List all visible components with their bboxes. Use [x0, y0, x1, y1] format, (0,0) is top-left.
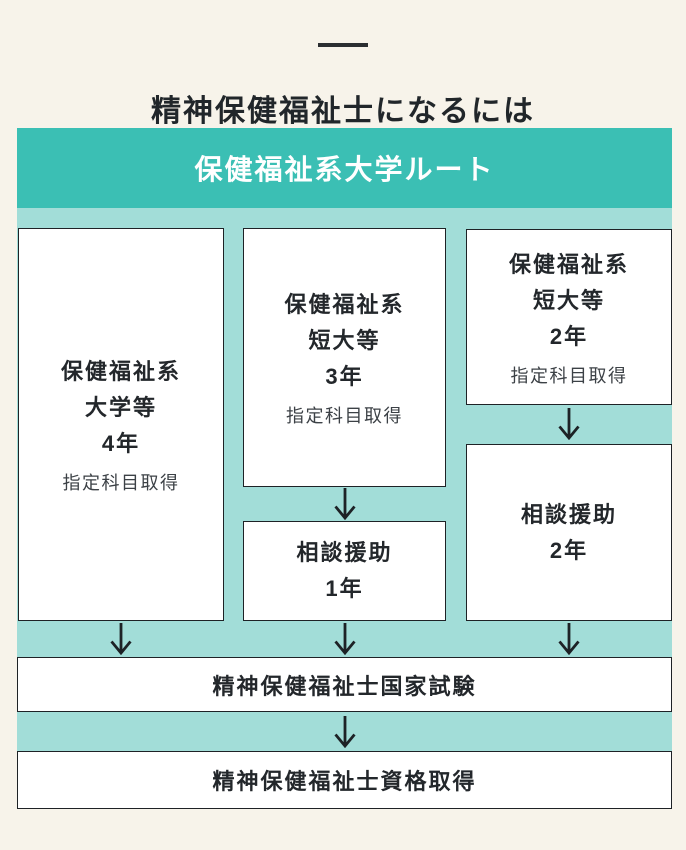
box-consultation-aid-2years: 相談援助 2年 [466, 444, 672, 621]
box-line: 短大等 [532, 287, 605, 313]
box-line: 短大等 [308, 328, 381, 353]
down-arrow-icon [334, 623, 356, 655]
down-arrow-icon [110, 623, 132, 655]
box-line: 2年 [549, 537, 589, 563]
box-note-designated-subjects: 指定科目取得 [62, 473, 180, 493]
route-banner: 保健福祉系大学ルート [17, 128, 672, 208]
title-dash-divider [318, 43, 368, 47]
box-note-designated-subjects: 指定科目取得 [510, 365, 628, 386]
license-acquisition-label: 精神保健福祉士資格取得 [212, 769, 477, 794]
box-consultation-aid-1year: 相談援助 1年 [243, 521, 446, 621]
down-arrow-icon [334, 716, 356, 748]
box-line: 相談援助 [296, 540, 393, 565]
box-line: 相談援助 [520, 501, 617, 527]
route-banner-label: 保健福祉系大学ルート [194, 154, 495, 185]
box-line: 大学等 [84, 395, 157, 420]
box-line: 保健福祉系 [284, 292, 405, 317]
box-note-designated-subjects: 指定科目取得 [286, 406, 403, 426]
box-university-4years: 保健福祉系 大学等 4年 指定科目取得 [18, 228, 224, 621]
box-line: 2年 [549, 323, 589, 349]
box-junior-college-3years: 保健福祉系 短大等 3年 指定科目取得 [243, 228, 446, 487]
box-junior-college-2years: 保健福祉系 短大等 2年 指定科目取得 [466, 229, 672, 405]
box-line: 4年 [101, 431, 141, 456]
national-exam-label: 精神保健福祉士国家試験 [212, 673, 477, 699]
page-title: 精神保健福祉士になるには [151, 95, 535, 129]
bar-license-acquisition: 精神保健福祉士資格取得 [17, 751, 672, 809]
box-line: 1年 [325, 576, 364, 601]
box-line: 保健福祉系 [60, 359, 181, 384]
down-arrow-icon [334, 488, 356, 520]
box-line: 3年 [325, 364, 364, 389]
bar-national-exam: 精神保健福祉士国家試験 [17, 657, 672, 712]
down-arrow-icon [558, 408, 580, 440]
box-line: 保健福祉系 [508, 251, 629, 277]
down-arrow-icon [558, 623, 580, 655]
